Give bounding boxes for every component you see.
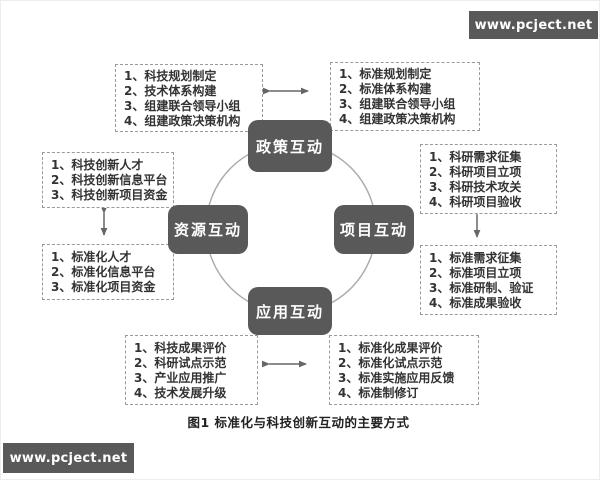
list-item: 1、标准需求征集 bbox=[429, 250, 522, 265]
list-item: 3、组建联合领导小组 bbox=[124, 98, 241, 113]
list-item: 2、科研试点示范 bbox=[134, 355, 227, 370]
list-item: 2、科研项目立项 bbox=[429, 164, 522, 179]
watermark-bottom-left: www.pcject.net bbox=[3, 443, 134, 473]
list-item: 1、标准化成果评价 bbox=[338, 340, 443, 355]
list-item: 1、科技创新人才 bbox=[51, 158, 144, 172]
list-item: 4、科研项目验收 bbox=[429, 194, 522, 209]
watermark-top-right: www.pcject.net bbox=[469, 11, 598, 39]
list-item: 2、标准化试点示范 bbox=[338, 355, 443, 370]
node-project-interaction: 项目互动 bbox=[334, 205, 414, 254]
list-item: 4、标准成果验收 bbox=[429, 295, 522, 310]
list-item: 1、科技规划制定 bbox=[124, 68, 217, 83]
list-item: 2、技术体系构建 bbox=[124, 83, 217, 98]
list-item: 2、标准体系构建 bbox=[339, 82, 432, 96]
list-item: 3、产业应用推广 bbox=[134, 370, 227, 385]
list-item: 3、组建联合领导小组 bbox=[339, 97, 456, 111]
list-item: 2、科技创新信息平台 bbox=[51, 173, 168, 187]
node-policy-interaction: 政策互动 bbox=[248, 120, 332, 172]
list-item: 4、组建政策决策机构 bbox=[339, 112, 456, 126]
list-item: 1、科研需求征集 bbox=[429, 149, 522, 164]
list-item: 2、标准化信息平台 bbox=[51, 265, 156, 279]
list-item: 4、技术发展升级 bbox=[134, 385, 227, 400]
figure-caption: 图1 标准化与科技创新互动的主要方式 bbox=[187, 415, 410, 430]
node-resource-interaction: 资源互动 bbox=[168, 205, 248, 254]
list-item: 3、标准研制、验证 bbox=[429, 280, 534, 295]
list-item: 3、科技创新项目资金 bbox=[51, 188, 168, 202]
list-item: 1、科技成果评价 bbox=[134, 340, 227, 355]
list-item: 3、科研技术攻关 bbox=[429, 179, 522, 194]
list-item: 3、标准实施应用反馈 bbox=[338, 370, 455, 385]
node-application-interaction: 应用互动 bbox=[248, 287, 332, 335]
list-item: 1、标准化人才 bbox=[51, 250, 132, 264]
list-item: 1、标准规划制定 bbox=[339, 67, 432, 81]
list-item: 3、标准化项目资金 bbox=[51, 280, 156, 294]
list-item: 4、标准制修订 bbox=[338, 385, 419, 400]
list-item: 2、标准项目立项 bbox=[429, 265, 522, 280]
list-item: 4、组建政策决策机构 bbox=[124, 113, 241, 128]
